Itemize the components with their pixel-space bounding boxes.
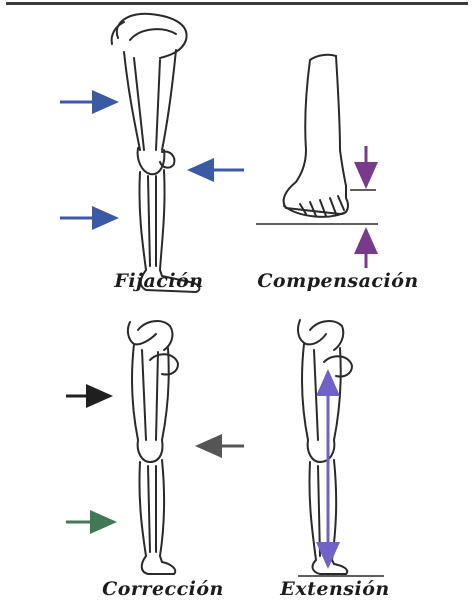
correccion-leg-illustration xyxy=(128,321,178,574)
compensacion-leg-illustration xyxy=(284,55,348,217)
caption-compensacion: Compensación xyxy=(238,270,438,292)
caption-extension: Extensión xyxy=(260,578,410,600)
fijacion-leg-illustration xyxy=(112,14,200,292)
caption-correccion: Corrección xyxy=(88,578,238,600)
extension-leg-illustration xyxy=(298,320,352,574)
caption-fijacion: Fijación xyxy=(104,270,214,292)
